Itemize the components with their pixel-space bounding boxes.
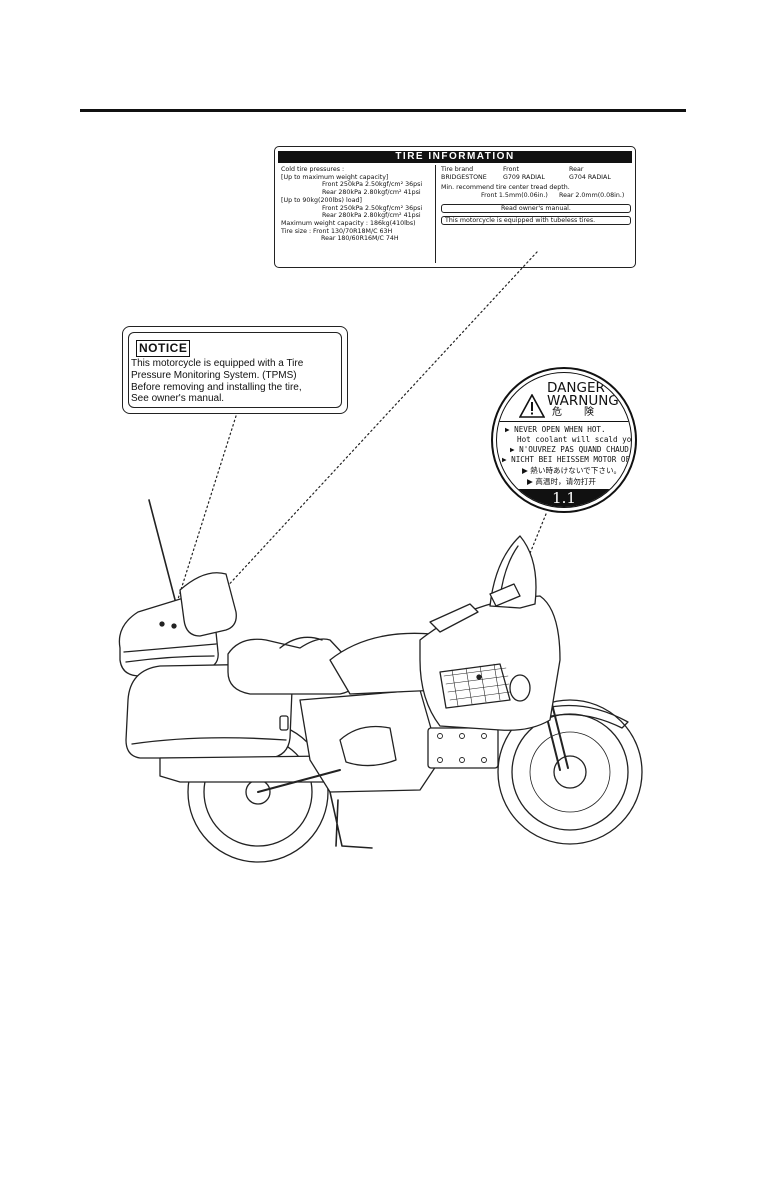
tread-title: Min. recommend tire center tread depth. <box>441 184 570 192</box>
brand-front-model: G709 RADIAL <box>503 173 545 181</box>
danger-line: ▶ NEVER OPEN WHEN HOT. <box>505 425 606 434</box>
warnung-heading: WARNUNG <box>547 393 619 409</box>
brand-header-rear: Rear <box>569 166 584 173</box>
danger-cjk-heading: 危険 <box>552 407 616 418</box>
radiator-danger-label: DANGER WARNUNG 危険 ▶ NEVER OPEN WHEN HOT.… <box>491 367 637 513</box>
tire-label-title: TIRE INFORMATION <box>278 151 632 163</box>
tread-rear: Rear 2.0mm(0.08in.) <box>559 192 625 200</box>
notice-text: This motorcycle is equipped with a Tire … <box>131 358 341 405</box>
cap-pressure-value: 1.1 <box>497 489 631 507</box>
tire-brand-column: Tire brand Front Rear BRIDGESTONE G709 R… <box>441 166 631 225</box>
brand-name: BRIDGESTONE <box>441 173 487 181</box>
notice-line: See owner's manual. <box>131 393 225 405</box>
danger-line: ▶ 熱い時あけないで下さい。 <box>522 466 622 475</box>
danger-inner-ring: DANGER WARNUNG 危険 ▶ NEVER OPEN WHEN HOT.… <box>496 372 632 508</box>
notice-line: This motorcycle is equipped with a Tire <box>131 358 304 369</box>
danger-line: ▶ NICHT BEI HEISSEM MOTOR OFFNEN. <box>502 455 631 464</box>
read-manual-box: Read owner's manual. <box>441 203 631 213</box>
tread-front: Front 1.5mm(0.06in.) <box>481 192 548 200</box>
page-header-rule <box>80 109 686 112</box>
danger-separator <box>497 421 631 422</box>
tire-line: Maximum weight capacity : 186kg(410lbs) <box>281 219 416 227</box>
tubeless-box: This motorcycle is equipped with tubeles… <box>441 215 631 225</box>
tire-line: Rear 280kPa 2.80kgf/cm² 41psi <box>322 212 421 220</box>
tire-information-label: TIRE INFORMATION Cold tire pressures : [… <box>274 146 636 268</box>
tire-label-divider <box>435 165 436 263</box>
notice-line: Before removing and installing the tire, <box>131 381 302 393</box>
tread-depth-row: Front 1.5mm(0.06in.) Rear 2.0mm(0.08in.) <box>441 192 631 200</box>
tire-line: Cold tire pressures : <box>281 166 345 173</box>
tire-line: Front 250kPa 2.50kgf/cm² 36psi <box>322 181 423 189</box>
tire-line: [Up to maximum weight capacity] <box>281 173 389 181</box>
danger-heading: DANGER <box>547 380 605 396</box>
tire-line: Rear 180/60R16M/C 74H <box>321 235 399 243</box>
brand-rear-model: G704 RADIAL <box>569 173 611 181</box>
tire-line: Rear 280kPa 2.80kgf/cm² 41psi <box>322 189 421 197</box>
danger-line: Hot coolant will scald you. <box>517 435 632 444</box>
tire-line: Front 250kPa 2.50kgf/cm² 36psi <box>322 204 423 212</box>
brand-header-front: Front <box>503 166 519 173</box>
notice-line: Pressure Monitoring System. (TPMS) <box>131 369 297 381</box>
brand-row: BRIDGESTONE G709 RADIAL G704 RADIAL <box>441 174 631 182</box>
warning-triangle-icon <box>519 394 545 418</box>
tire-pressure-column: Cold tire pressures : [Up to maximum wei… <box>281 166 434 243</box>
brand-header-row: Tire brand Front Rear <box>441 166 631 174</box>
notice-inner-border <box>128 332 342 408</box>
danger-line: ▶ N'OUVREZ PAS QUAND CHAUD. <box>510 445 632 454</box>
danger-line: ▶ 高温时，请勿打开 <box>527 477 597 486</box>
tire-line: Tire size : Front 130/70R18M/C 63H <box>281 227 393 235</box>
tire-line: [Up to 90kg(200lbs) load] <box>281 196 362 204</box>
brand-header-label: Tire brand <box>441 166 474 173</box>
notice-heading: NOTICE <box>136 340 191 357</box>
